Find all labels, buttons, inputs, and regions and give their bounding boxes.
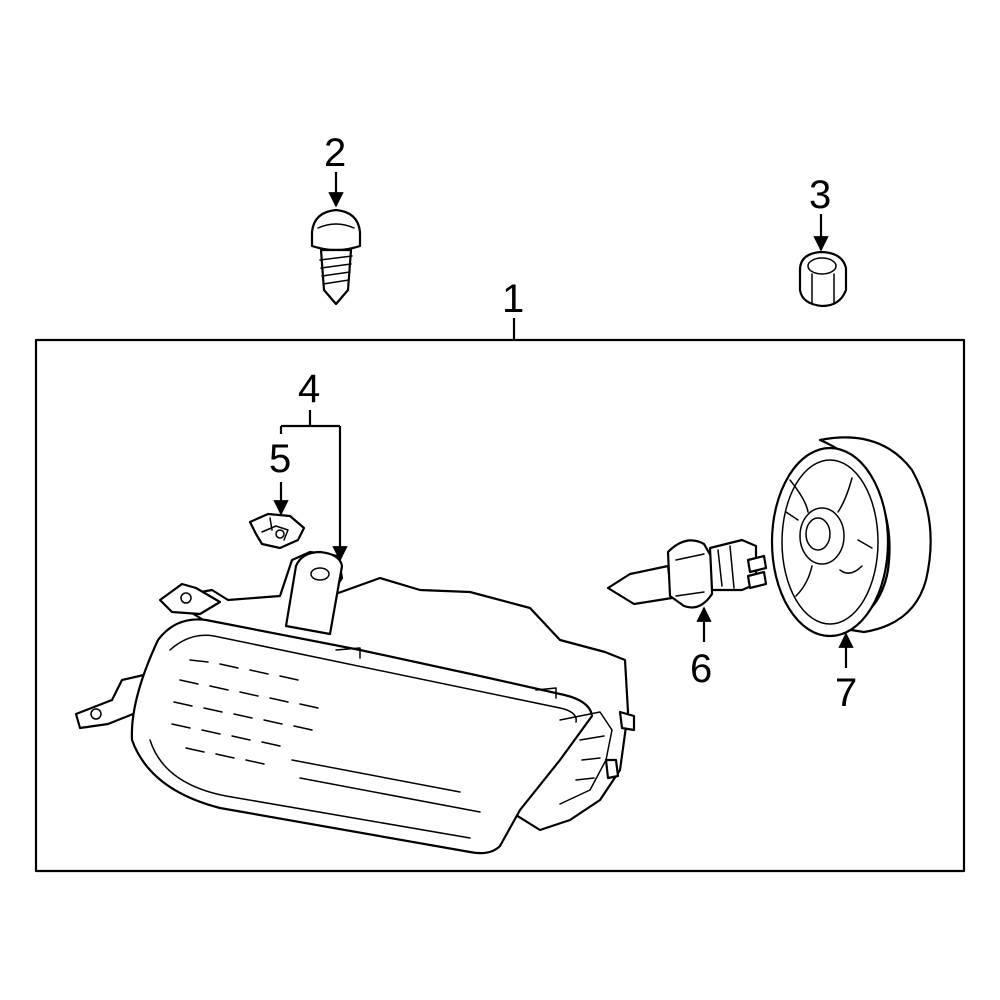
callout-5: 5 xyxy=(269,437,291,481)
assembly-frame xyxy=(34,318,966,873)
callout-1: 1 xyxy=(502,277,524,321)
lens-pattern xyxy=(171,659,481,813)
callout-3: 3 xyxy=(809,173,831,217)
callout-7: 7 xyxy=(835,671,857,715)
bulb-icon xyxy=(606,538,768,609)
headlamp-housing-icon xyxy=(74,550,636,855)
clip-icon xyxy=(248,512,306,550)
callout-4: 4 xyxy=(298,367,320,411)
socket-cover-icon xyxy=(770,436,932,638)
screw-icon xyxy=(310,208,362,306)
callout-4-bracket xyxy=(279,410,348,562)
callout-2: 2 xyxy=(324,131,346,175)
callout-6: 6 xyxy=(690,647,712,691)
nut-icon xyxy=(798,250,848,308)
